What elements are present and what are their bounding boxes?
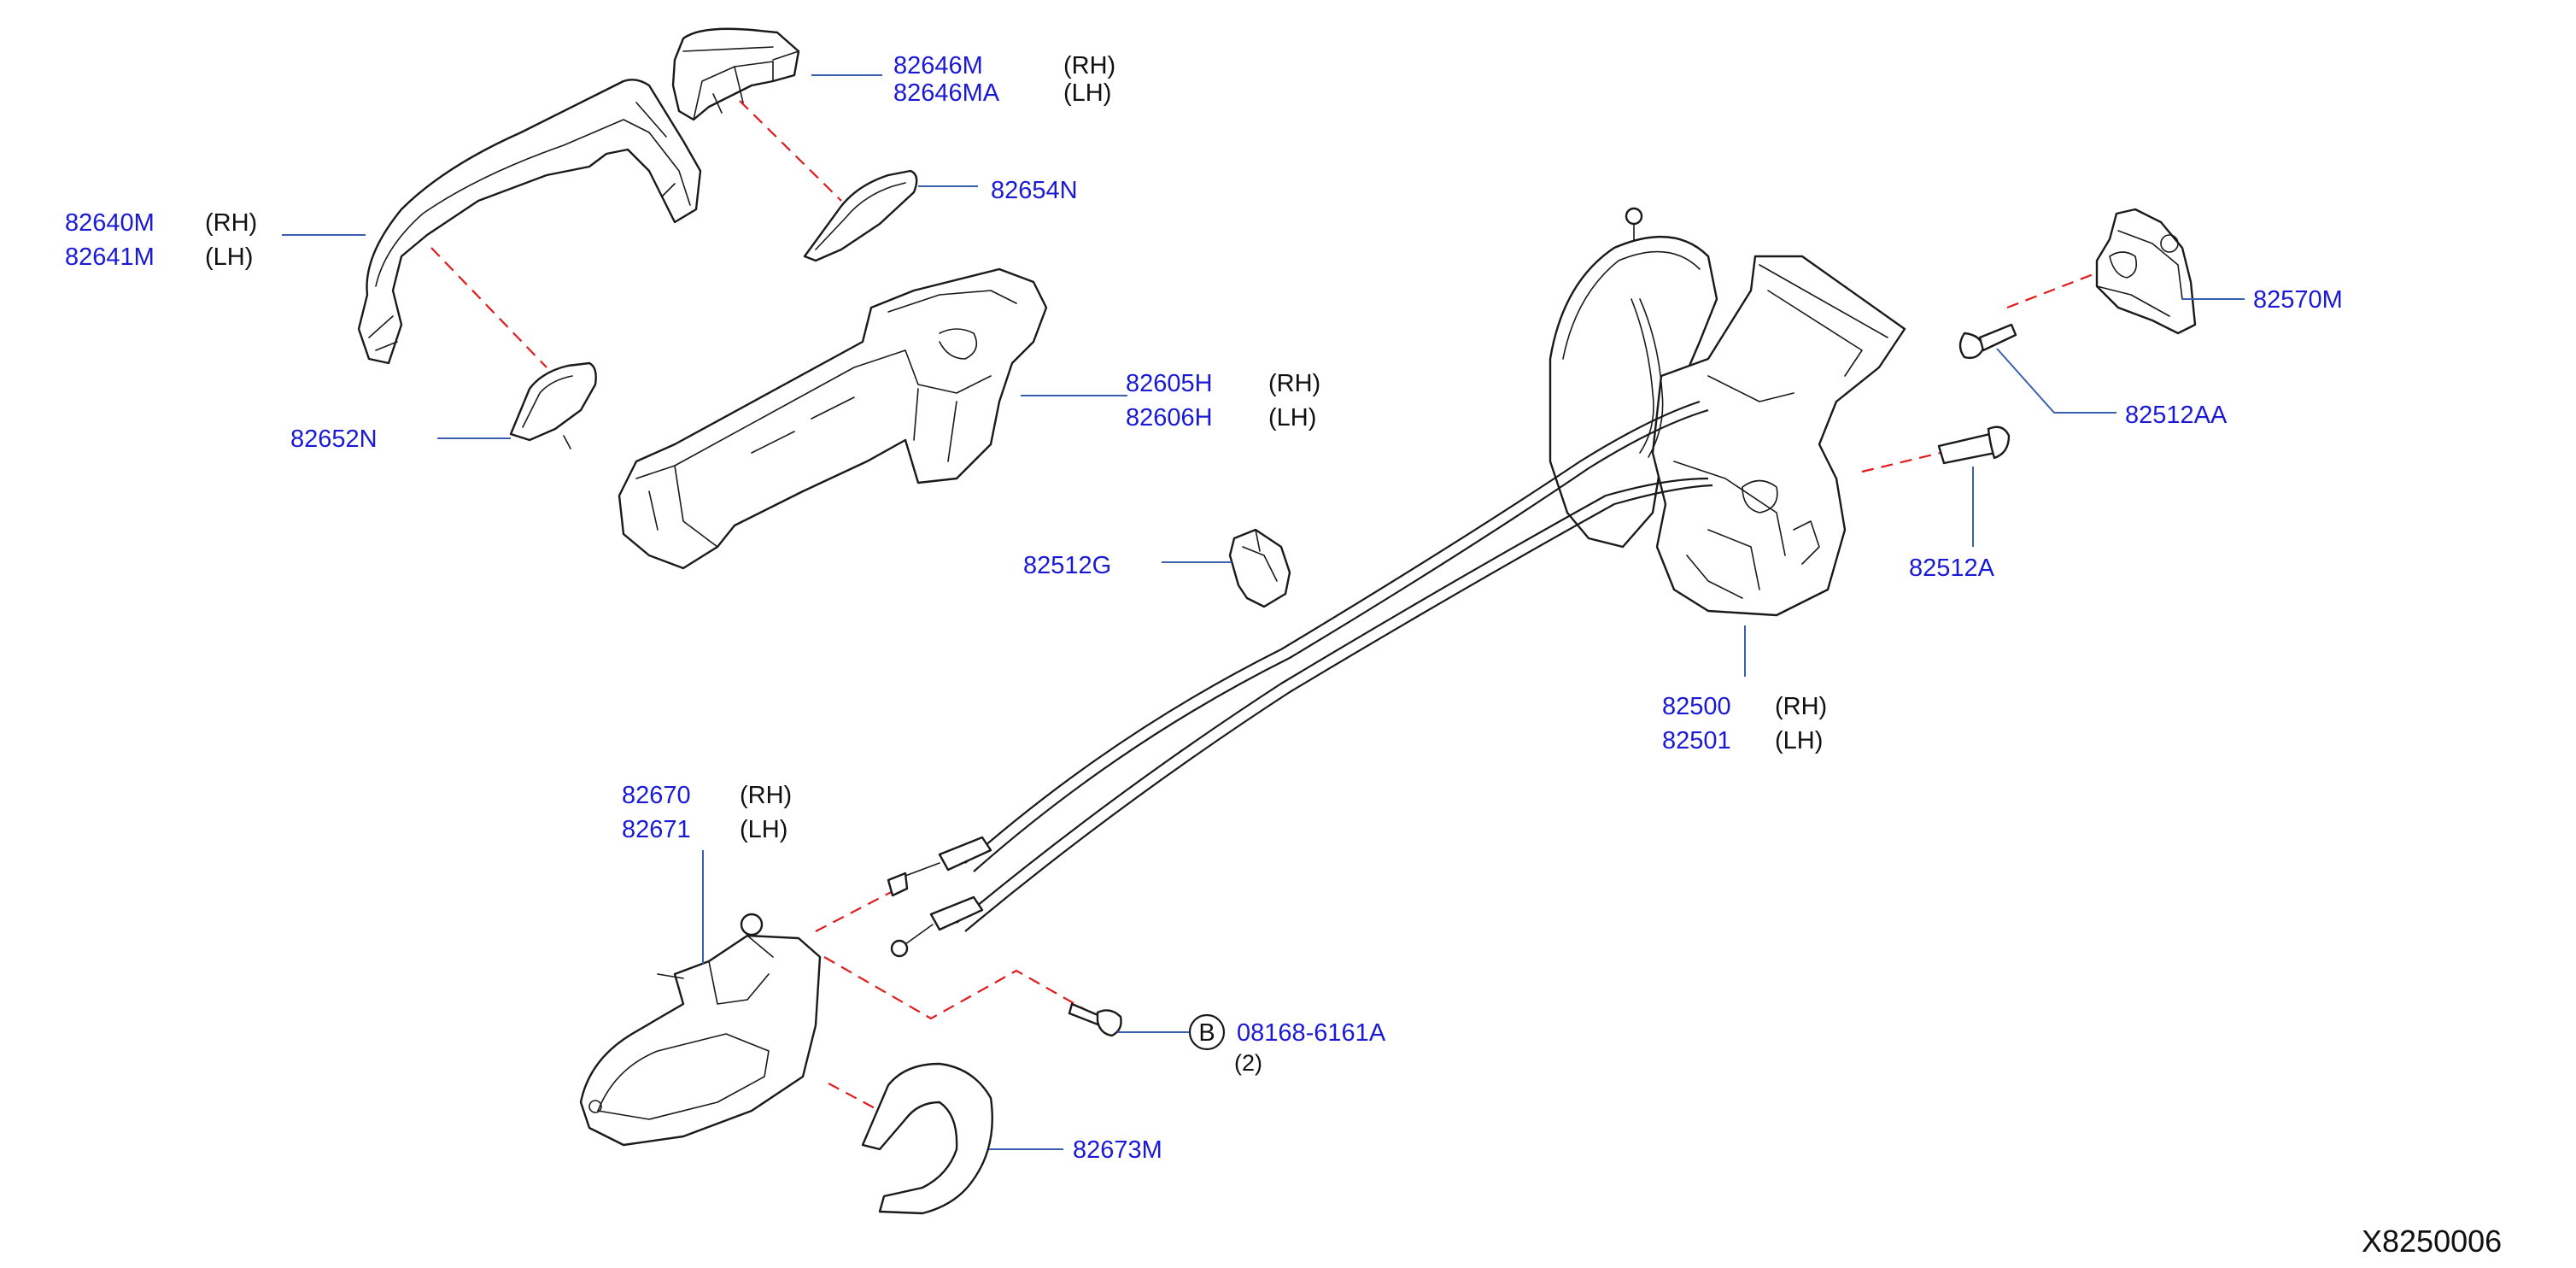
side-label: (RH) <box>1268 370 1320 397</box>
cables-drawing <box>887 298 1713 958</box>
side-label: (RH) <box>1775 693 1827 720</box>
inside-handle-drawing <box>579 913 822 1147</box>
screw-aa-drawing <box>1958 323 2017 360</box>
door-lock-drawing <box>1549 207 1906 617</box>
part-number: 82646M <box>893 52 983 79</box>
part-number: 82646MA <box>893 79 1000 107</box>
callout-82671: 82671 (LH) <box>622 816 787 843</box>
badge-letter: B <box>1198 1019 1215 1047</box>
part-number: 82501 <box>1662 727 1731 754</box>
callout-82652N: 82652N <box>290 426 378 453</box>
side-label: (LH) <box>1063 79 1111 107</box>
callout-82654N: 82654N <box>991 177 1078 204</box>
side-label: (LH) <box>1268 404 1316 431</box>
part-number: 08168-6161A <box>1237 1019 1386 1047</box>
callout-82512G: 82512G <box>1023 552 1111 579</box>
side-label: (RH) <box>1063 52 1115 79</box>
side-label: (LH) <box>740 816 787 843</box>
callout-82500: 82500 (RH) <box>1662 693 1827 720</box>
callout-82646M: 82646M (RH) <box>893 52 1115 79</box>
part-number: 82605H <box>1126 370 1213 397</box>
callout-82646MA: 82646MA (LH) <box>893 79 1111 107</box>
side-label: (RH) <box>740 782 792 809</box>
side-label: (RH) <box>205 209 257 237</box>
callout-82670: 82670 (RH) <box>622 782 792 809</box>
callout-82673M: 82673M <box>1073 1136 1162 1164</box>
handle-cap-drawing <box>671 27 800 121</box>
callout-82512AA: 82512AA <box>2125 402 2228 429</box>
part-number: 82606H <box>1126 404 1213 431</box>
screw-a-drawing <box>1937 426 2011 465</box>
handle-bracket-drawing <box>618 267 1048 570</box>
part-number: 82512A <box>1909 555 1995 582</box>
callout-82605H: 82605H (RH) <box>1126 370 1320 397</box>
side-label: (LH) <box>1775 727 1823 754</box>
part-number: 82500 <box>1662 693 1731 720</box>
part-number: 82673M <box>1073 1136 1162 1164</box>
callout-08168-6161A: B 08168-6161A (2) <box>1188 1013 1386 1076</box>
assembly-guide-lines <box>430 100 2140 1112</box>
part-number: 82512G <box>1023 552 1111 579</box>
part-number: 82654N <box>991 177 1078 204</box>
callout-82512A: 82512A <box>1909 555 1995 582</box>
callout-82640M: 82640M (RH) <box>65 209 257 237</box>
side-label: (LH) <box>205 244 253 271</box>
part-number: 82570M <box>2253 286 2343 314</box>
clip-drawing <box>1228 528 1291 608</box>
quantity-label: (2) <box>1234 1050 1262 1076</box>
bolt-drawing <box>1068 1002 1122 1037</box>
escutcheon-drawing <box>861 1062 993 1215</box>
gasket-drawing <box>803 169 918 262</box>
callout-82641M: 82641M (LH) <box>65 244 253 271</box>
callout-82570M: 82570M <box>2253 286 2343 314</box>
callout-82501: 82501 (LH) <box>1662 727 1823 754</box>
part-number: 82641M <box>65 244 155 271</box>
leader-lines <box>282 74 2245 1150</box>
diagram-reference-code: X8250006 <box>2362 1224 2502 1259</box>
part-number: 82670 <box>622 782 691 809</box>
striker-drawing <box>2095 208 2197 335</box>
badge-circle <box>1188 1013 1226 1051</box>
part-number: 82652N <box>290 426 378 453</box>
part-number: 82671 <box>622 816 691 843</box>
part-number: 82640M <box>65 209 155 237</box>
part-number: 82512AA <box>2125 402 2228 429</box>
outside-handle-drawing <box>357 79 702 365</box>
callout-82606H: 82606H (LH) <box>1126 404 1316 431</box>
handle-gasket-drawing <box>509 361 597 449</box>
